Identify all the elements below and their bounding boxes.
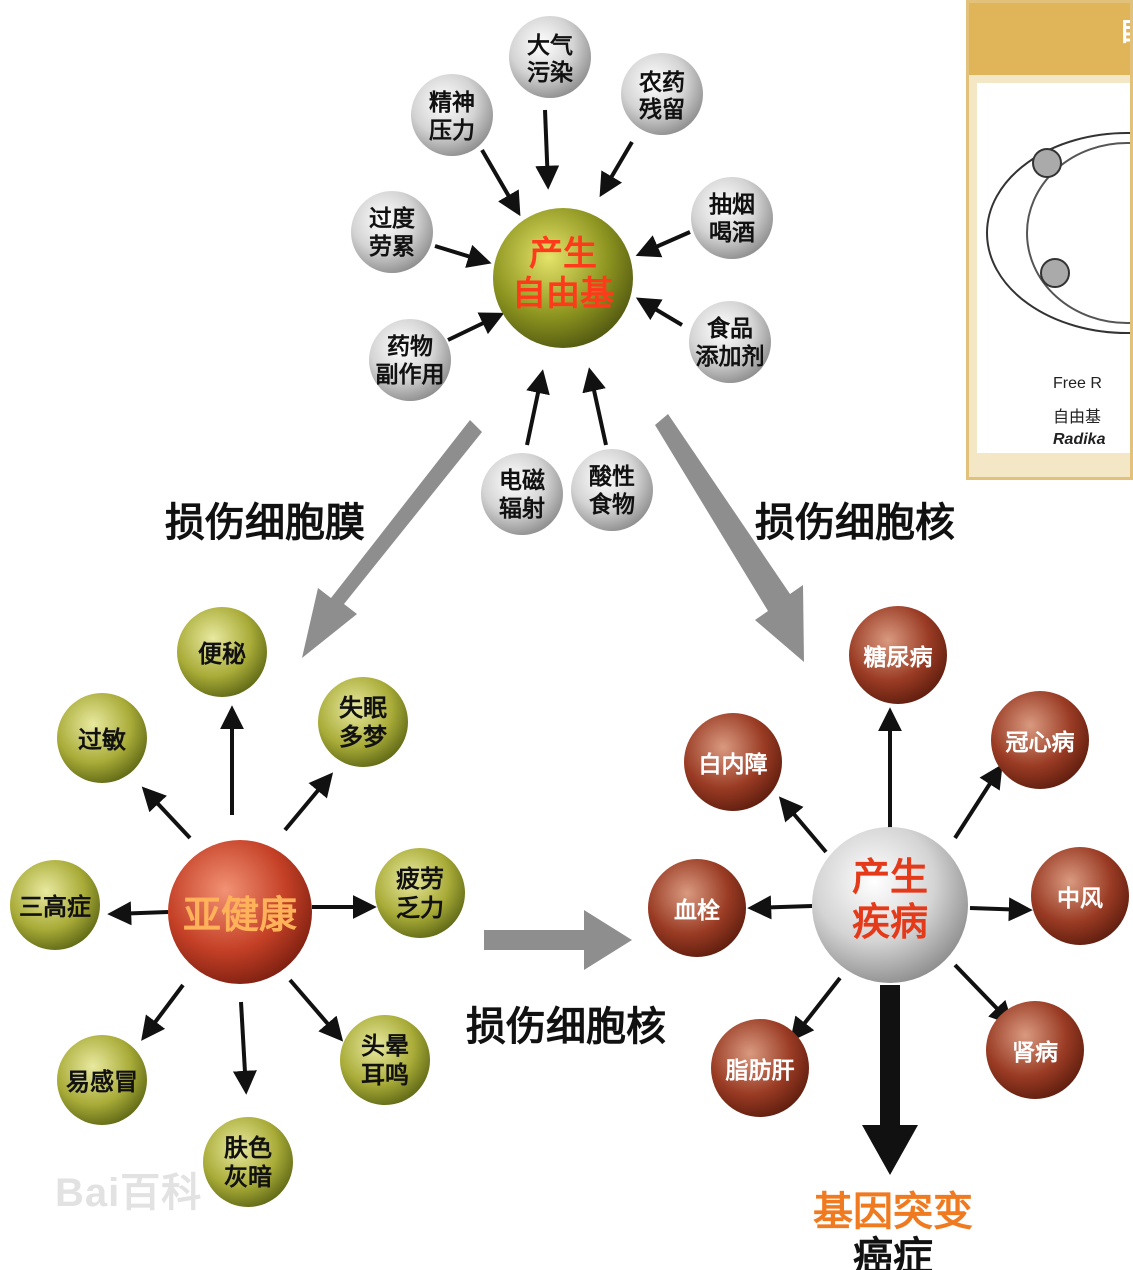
disease-center-node: 产生 疾病 [812,827,968,983]
svg-text:过度: 过度 [369,205,416,232]
symptom-constipation: 便秘 [177,607,267,697]
svg-text:乏力: 乏力 [396,894,444,922]
svg-text:疲劳: 疲劳 [396,865,444,893]
symptom-catch-cold: 易感冒 [57,1035,147,1125]
svg-text:便秘: 便秘 [198,640,246,668]
baidu-watermark: Bai百科 [55,1171,203,1215]
svg-text:酸性: 酸性 [589,464,635,490]
disease-stroke: 中风 [1031,847,1129,945]
arrow-to-cancer [862,985,918,1175]
symptom-dull-skin: 肤色 灰暗 [203,1117,293,1207]
gene-mutation-label: 基因突变 [813,1189,973,1235]
big-arrows [302,414,804,970]
top-cluster: 大气 污染 农药 残留 抽烟 喝酒 食品 添加剂 酸性 食物 电磁 辐射 [351,16,773,535]
svg-text:污染: 污染 [527,59,573,86]
disease-kidney: 肾病 [986,1001,1084,1099]
inset-atom-illustration [977,83,1130,453]
inset-caption-zh: 自由基 [1053,409,1102,426]
svg-text:自由基: 自由基 [512,274,614,314]
atom-icon [986,132,1130,334]
symptom-insomnia: 失眠 多梦 [318,677,408,767]
svg-text:疾病: 疾病 [852,900,928,944]
disease-diabetes: 糖尿病 [849,606,947,704]
svg-text:产生: 产生 [529,234,597,274]
label-damage-nucleus-right: 损伤细胞核 [755,500,955,546]
disease-coronary: 冠心病 [991,691,1089,789]
cause-food-additive: 食品 添加剂 [689,301,771,383]
svg-text:添加剂: 添加剂 [696,343,765,370]
cause-acidic-food: 酸性 食物 [571,449,653,531]
label-damage-membrane: 损伤细胞膜 [165,500,365,546]
svg-text:过敏: 过敏 [78,726,126,754]
svg-text:药物: 药物 [387,333,433,360]
inset-header: 自 [969,3,1130,75]
svg-text:抽烟: 抽烟 [709,192,755,218]
arrow-to-subhealth [302,420,482,658]
symptom-three-highs: 三高症 [10,860,100,950]
cause-em-radiation: 电磁 辐射 [481,453,563,535]
cause-drug-side-effects: 药物 副作用 [369,319,451,401]
svg-text:多梦: 多梦 [339,723,388,751]
subhealth-cluster: 便秘 失眠 多梦 疲劳 乏力 头晕 耳鸣 肤色 灰暗 易感冒 三高症 [10,607,465,1207]
subhealth-center-node: 亚健康 [168,840,312,984]
arrow-to-disease [655,414,804,662]
svg-text:中风: 中风 [1057,886,1103,912]
svg-text:电磁: 电磁 [499,467,545,494]
svg-text:糖尿病: 糖尿病 [864,644,933,671]
svg-text:肾病: 肾病 [1012,1039,1058,1066]
arrow-subhealth-to-disease [484,910,632,970]
svg-text:农药: 农药 [638,69,685,96]
label-damage-nucleus-middle: 损伤细胞核 [466,1004,666,1050]
cancer-label: 癌症 [853,1234,933,1270]
free-radical-inset-panel: 自 Free R 自由基 Radika [966,0,1133,480]
disease-cataract: 白内障 [684,713,782,811]
svg-text:精神: 精神 [429,89,475,116]
svg-text:大气: 大气 [527,32,573,59]
svg-text:亚健康: 亚健康 [183,893,297,937]
svg-text:血栓: 血栓 [674,897,720,924]
svg-text:耳鸣: 耳鸣 [361,1061,409,1089]
svg-text:辐射: 辐射 [499,495,545,522]
svg-text:易感冒: 易感冒 [66,1068,138,1096]
svg-text:食品: 食品 [707,315,753,342]
disease-fatty-liver: 脂肪肝 [711,1019,809,1117]
cause-mental-stress: 精神 压力 [411,74,493,156]
cause-air-pollution: 大气 污染 [509,16,591,98]
inset-caption-id: Radika [1053,431,1106,448]
svg-text:灰暗: 灰暗 [224,1163,272,1191]
svg-text:头晕: 头晕 [361,1032,409,1060]
svg-text:食物: 食物 [589,491,635,518]
svg-text:压力: 压力 [429,118,475,144]
symptom-dizziness-tinnitus: 头晕 耳鸣 [340,1015,430,1105]
svg-text:产生: 产生 [852,855,928,899]
disease-thrombus: 血栓 [648,859,746,957]
cause-pesticide-residue: 农药 残留 [621,53,703,135]
inset-caption-en: Free R [1053,375,1102,392]
svg-text:冠心病: 冠心病 [1006,729,1075,756]
svg-text:喝酒: 喝酒 [709,220,755,246]
free-radical-center-node: 产生 自由基 [493,208,633,348]
svg-text:肤色: 肤色 [224,1134,272,1162]
svg-text:残留: 残留 [639,96,685,123]
svg-text:白内障: 白内障 [699,751,768,778]
symptom-fatigue: 疲劳 乏力 [375,848,465,938]
svg-text:脂肪肝: 脂肪肝 [726,1057,795,1084]
cause-overwork: 过度 劳累 [351,191,433,273]
svg-text:三高症: 三高症 [19,893,91,921]
svg-text:劳累: 劳累 [369,234,415,260]
symptom-allergy: 过敏 [57,693,147,783]
cause-smoking-drinking: 抽烟 喝酒 [691,177,773,259]
svg-text:副作用: 副作用 [376,362,445,388]
disease-cluster: 糖尿病 冠心病 中风 肾病 脂肪肝 血栓 白内障 产生 疾病 [648,606,1129,1270]
svg-text:失眠: 失眠 [339,694,387,722]
inset-header-text: 自 [1119,9,1130,49]
